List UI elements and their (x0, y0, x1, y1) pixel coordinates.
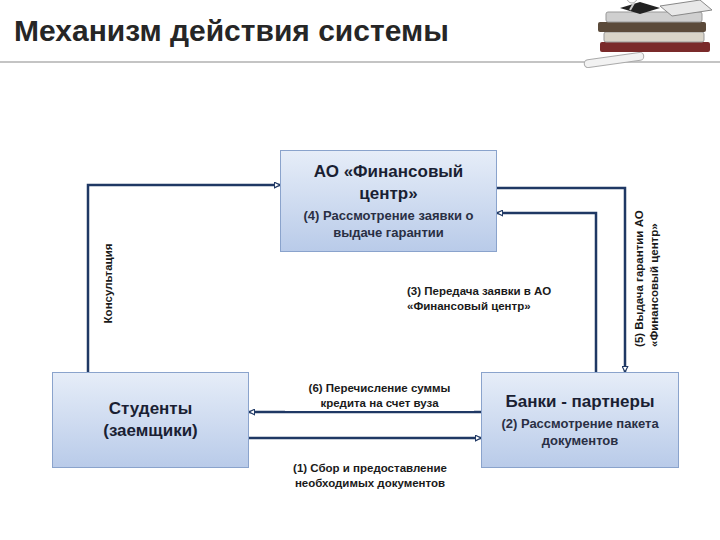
books-icon (584, 0, 712, 68)
process-box: АО «Финансовый центр»(4) Рассмотрение за… (280, 150, 497, 252)
arrow-label: Консультация (101, 216, 116, 350)
arrow-label: (1) Сбор и предоставление необходимых до… (268, 461, 472, 491)
flow-arrow (249, 411, 481, 414)
box-heading: Студенты (заемщики) (63, 398, 238, 442)
arrow-label: (6) Перечисление суммы кредита на счет в… (285, 381, 474, 411)
box-heading: Банки - партнеры (506, 391, 655, 413)
box-heading: АО «Финансовый центр» (291, 161, 486, 205)
arrow-label: (3) Передача заявки в АО «Финансовый цен… (405, 284, 574, 314)
process-box: Банки - партнеры (2) Рассмотрение пакета … (481, 372, 679, 468)
box-body: (4) Рассмотрение заявки о выдаче гаранти… (291, 208, 486, 242)
slide-title: Механизм действия системы (14, 14, 449, 48)
flow-arrow (88, 185, 280, 372)
box-body: (2) Рассмотрение пакета документов (492, 416, 668, 450)
flow-arrow (497, 188, 625, 372)
process-box: Студенты (заемщики) (52, 372, 249, 468)
flow-arrow (249, 437, 481, 440)
arrow-label: (5) Выдача гарантии АО «Финансовый центр… (632, 195, 662, 349)
